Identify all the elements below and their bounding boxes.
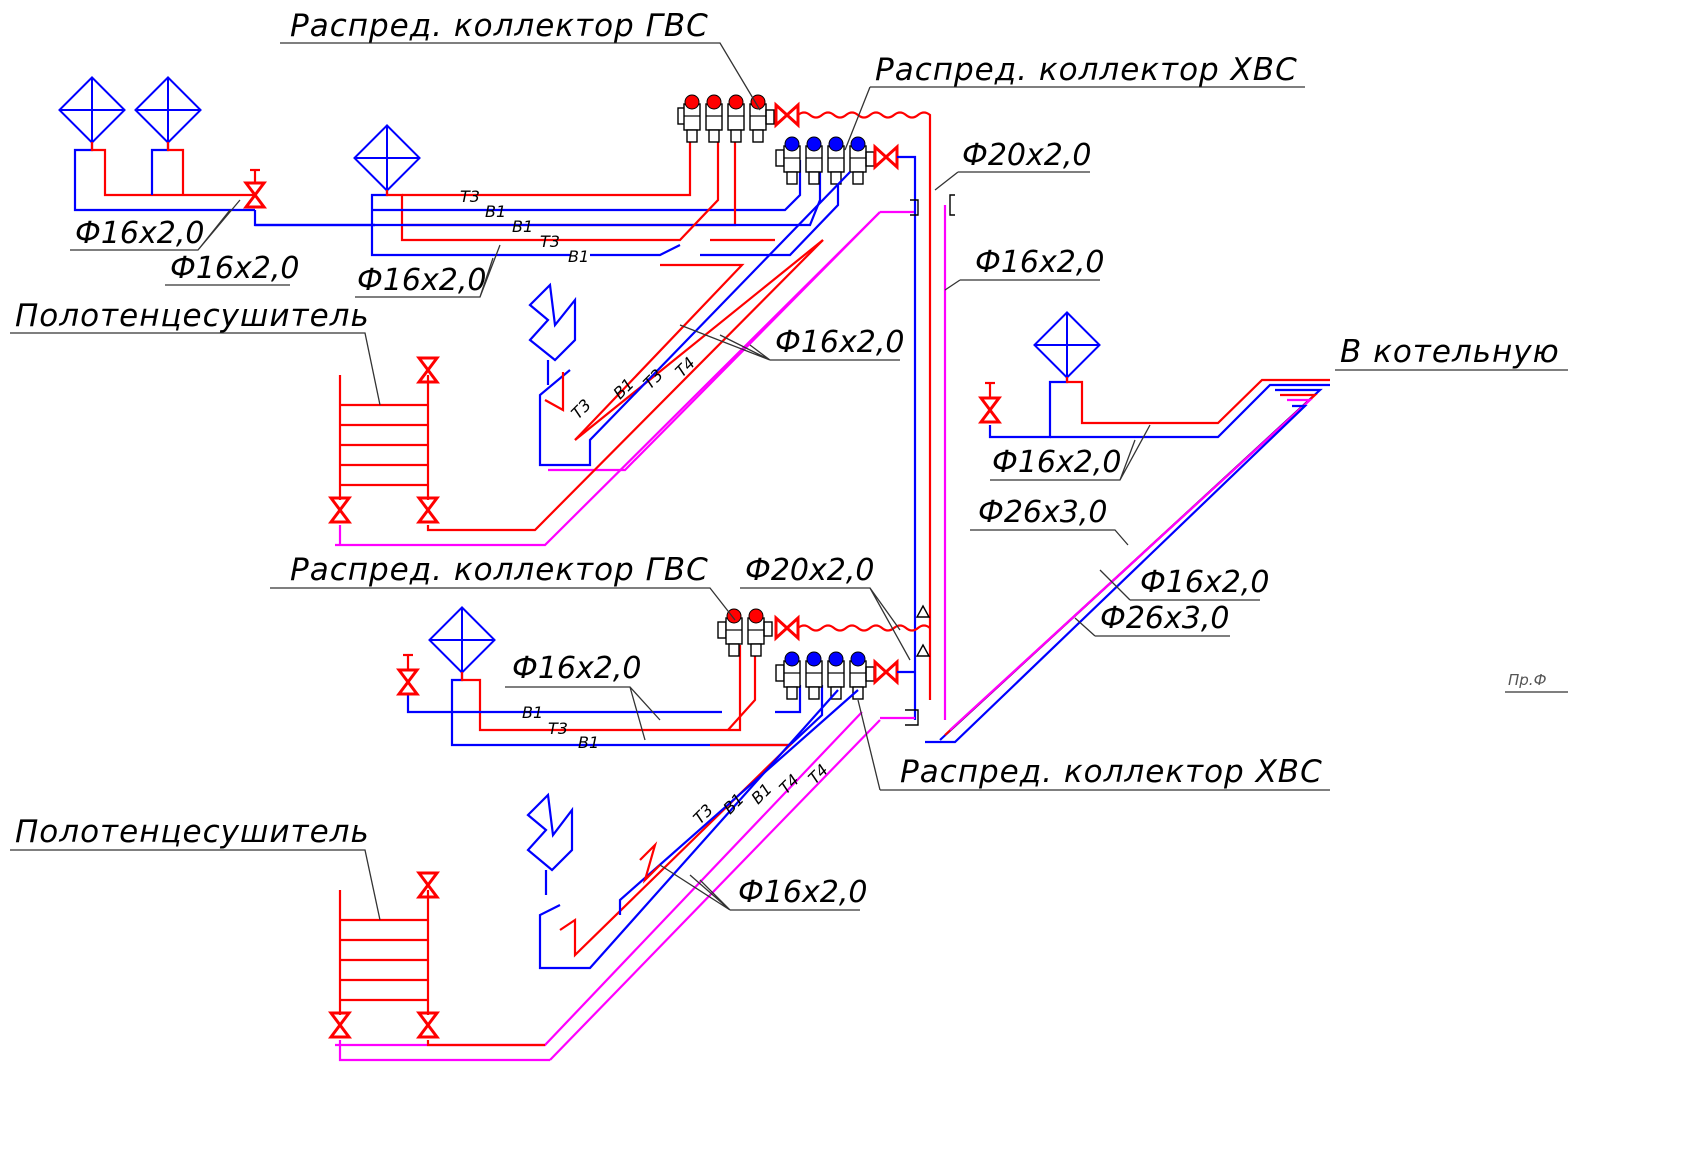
pipe-tag: В1 (568, 247, 589, 266)
dimension-label: Ф16х2,0 (992, 445, 1121, 480)
shower-icon (526, 792, 574, 895)
dimension-label: Ф16х2,0 (975, 245, 1104, 280)
label-towel-dryer-bottom: Полотенцесушитель (15, 814, 370, 850)
hot-water-manifold-top (677, 94, 775, 143)
sink-icon (428, 606, 496, 674)
towel-dryer-top (329, 239, 824, 545)
label-hw-collector-bottom: Распред. коллектор ГВС (290, 552, 709, 588)
pipe-tag: Т3 (460, 187, 480, 206)
ball-valve-icon (873, 145, 899, 169)
dimension-label: Ф20х2,0 (745, 553, 874, 588)
dimension-label: Ф16х2,0 (775, 325, 904, 360)
sink-icon (58, 76, 126, 144)
pipe-tag: Т4 (671, 353, 699, 381)
dimension-label: Ф16х2,0 (738, 875, 867, 910)
cold-water-manifold-top (775, 136, 875, 185)
label-to-boiler: В котельную (1340, 334, 1560, 370)
label-towel-dryer-top: Полотенцесушитель (15, 298, 370, 334)
pipe-tag: Т3 (548, 719, 568, 738)
dimension-label: Ф20х2,0 (962, 138, 1091, 173)
sink-icon (353, 124, 421, 192)
dimension-label: Ф16х2,0 (357, 263, 486, 298)
ball-valve-icon (979, 396, 1001, 424)
pipe-tag: В1 (512, 217, 533, 236)
sink-icon (1033, 311, 1101, 379)
pipe-tag: Т4 (775, 770, 803, 798)
pipe-tag: В1 (485, 202, 506, 221)
ball-valve-icon (873, 660, 899, 684)
dimension-label: Ф26х3,0 (978, 495, 1107, 530)
dimension-label: Ф16х2,0 (512, 651, 641, 686)
dimension-label: Ф16х2,0 (1140, 565, 1269, 600)
pipe-tag: Т3 (540, 232, 560, 251)
ball-valve-icon (774, 616, 800, 640)
dimension-label: Ф16х2,0 (75, 216, 204, 251)
towel-dryer-bottom (329, 871, 550, 1062)
label-hw-collector-top: Распред. коллектор ГВС (290, 8, 709, 44)
label-cw-collector-top: Распред. коллектор ХВС (875, 52, 1298, 88)
cold-water-manifold-bottom (775, 651, 875, 700)
pipe-tag: В1 (522, 703, 543, 722)
pipe-tag: В1 (578, 733, 599, 752)
cut-label: Пр.Ф (1508, 671, 1547, 689)
label-cw-collector-bottom: Распред. коллектор ХВС (900, 754, 1323, 790)
pipe-tag: Т3 (567, 395, 595, 423)
ball-valve-icon (397, 668, 419, 696)
shower-icon (528, 282, 577, 385)
ball-valve-icon (774, 103, 800, 127)
sink-icon (134, 76, 202, 144)
pipe-tag: Т3 (689, 800, 717, 828)
pipe-tag: Т4 (804, 760, 832, 788)
hot-water-manifold-bottom (717, 608, 773, 657)
dimension-label: Ф16х2,0 (170, 251, 299, 286)
pipe-tag: В1 (719, 789, 747, 817)
dimension-label: Ф26х3,0 (1100, 601, 1229, 636)
